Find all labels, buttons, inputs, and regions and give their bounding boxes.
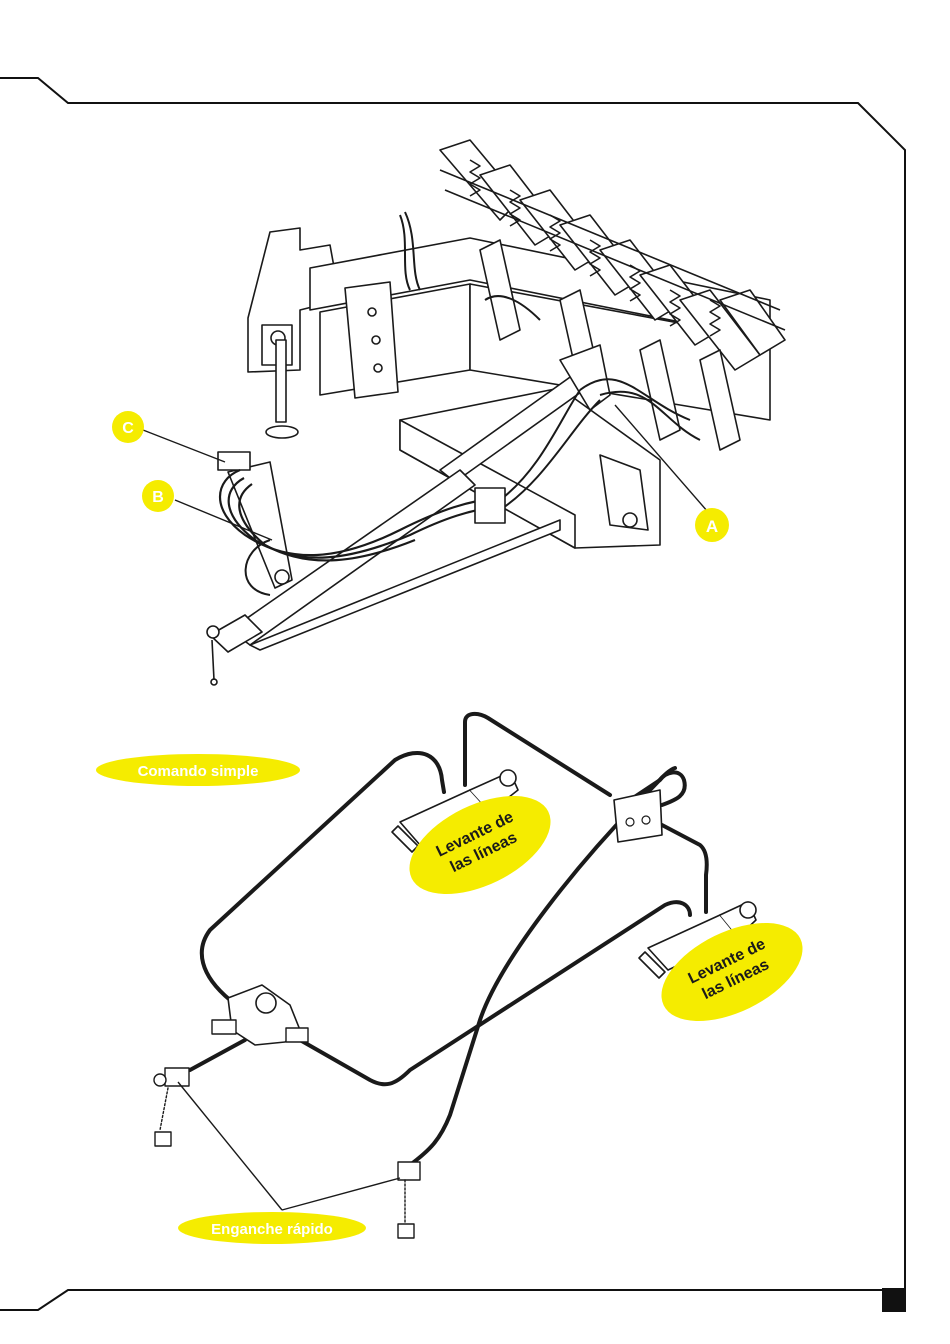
- callout-c: C: [112, 411, 144, 443]
- enganche-rapido-tag: Enganche rápido: [178, 1212, 366, 1244]
- callout-a: A: [695, 508, 729, 542]
- hydraulic-schematic: [154, 714, 756, 1238]
- comando-simple-tag: Comando simple: [96, 754, 300, 786]
- comando-simple-label: Comando simple: [138, 763, 259, 780]
- enganche-rapido-label: Enganche rápido: [211, 1221, 333, 1238]
- coupler-leaders: [178, 1082, 400, 1210]
- seeder-illustration: [207, 140, 785, 685]
- callout-b: B: [142, 480, 174, 512]
- callout-c-label: C: [122, 420, 134, 437]
- page-corner-marker: [882, 1288, 906, 1312]
- callout-a-label: A: [706, 517, 718, 536]
- callout-b-label: B: [152, 489, 164, 506]
